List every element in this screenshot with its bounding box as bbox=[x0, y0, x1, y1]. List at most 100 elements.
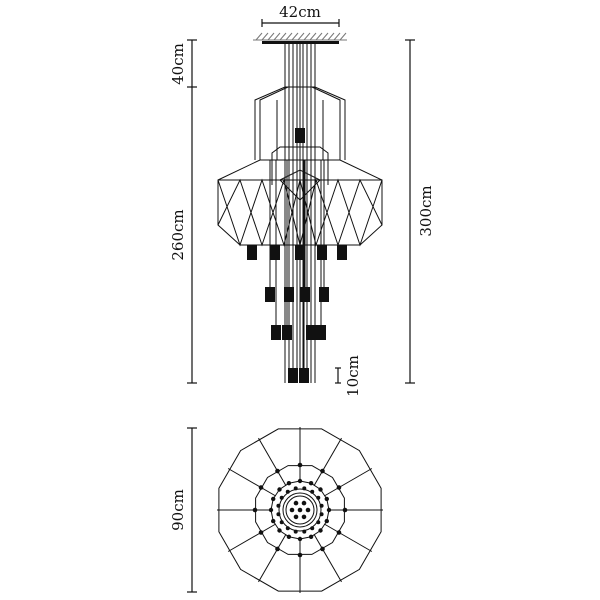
node bbox=[342, 507, 348, 513]
hatch-line bbox=[261, 32, 269, 41]
node bbox=[319, 512, 324, 517]
spoke bbox=[227, 523, 277, 552]
node bbox=[318, 528, 323, 533]
node bbox=[293, 500, 299, 506]
label-top-drop: 40cm bbox=[169, 43, 187, 85]
hatch-line bbox=[339, 32, 347, 41]
node bbox=[279, 520, 284, 525]
node bbox=[305, 507, 311, 513]
node bbox=[271, 496, 276, 502]
node bbox=[316, 520, 321, 525]
node bbox=[293, 529, 298, 534]
node bbox=[308, 534, 314, 539]
pendant-lamp bbox=[295, 245, 305, 260]
hatch-line bbox=[267, 32, 275, 41]
node bbox=[326, 507, 332, 513]
middle-ring bbox=[255, 465, 345, 555]
node bbox=[336, 530, 342, 535]
left-dimension-line bbox=[187, 39, 197, 384]
spoke bbox=[227, 468, 277, 497]
pendant-lights bbox=[247, 128, 347, 383]
spoke bbox=[323, 468, 373, 497]
hatch-line bbox=[255, 32, 263, 41]
spoke bbox=[313, 437, 342, 487]
node bbox=[276, 503, 281, 508]
node bbox=[324, 496, 329, 502]
core-ring bbox=[278, 488, 322, 532]
node bbox=[336, 485, 342, 490]
node bbox=[320, 468, 325, 474]
label-body-height: 260cm bbox=[169, 209, 187, 260]
core-ring bbox=[285, 495, 315, 525]
node bbox=[297, 462, 303, 468]
top-view-nodes bbox=[252, 462, 348, 558]
node bbox=[308, 481, 314, 486]
node bbox=[310, 489, 315, 494]
pendant-lamp bbox=[337, 245, 347, 260]
node bbox=[302, 529, 307, 534]
node bbox=[277, 528, 282, 533]
node bbox=[320, 546, 325, 552]
node bbox=[258, 530, 264, 535]
hatch-line bbox=[321, 32, 329, 41]
label-diameter: 90cm bbox=[169, 489, 187, 531]
node bbox=[293, 514, 299, 520]
pendant-lamp bbox=[288, 368, 298, 383]
pendant-lamp bbox=[317, 245, 327, 260]
hatch-line bbox=[291, 32, 299, 41]
label-pendant-height: 10cm bbox=[344, 355, 362, 397]
pendant-lamp bbox=[247, 245, 257, 260]
pendant-lamp bbox=[271, 325, 281, 340]
node bbox=[297, 552, 303, 558]
width-dimension-line bbox=[261, 19, 340, 27]
node bbox=[286, 534, 292, 539]
hatch-line bbox=[315, 32, 323, 41]
hatch-line bbox=[279, 32, 287, 41]
side-view bbox=[217, 44, 383, 383]
node bbox=[271, 518, 276, 524]
hatch-line bbox=[285, 32, 293, 41]
pendant-lamp bbox=[306, 325, 316, 340]
node bbox=[275, 546, 280, 552]
pendant-dimension-line bbox=[335, 367, 341, 384]
node bbox=[289, 507, 295, 513]
node bbox=[297, 507, 303, 513]
node bbox=[316, 495, 321, 500]
spoke bbox=[313, 533, 342, 583]
node bbox=[301, 500, 307, 506]
spoke bbox=[258, 437, 287, 487]
node bbox=[310, 526, 315, 531]
outer-dodecagon bbox=[218, 428, 382, 592]
pendant-lamp bbox=[299, 368, 309, 383]
node bbox=[286, 481, 292, 486]
upper-cage-edge bbox=[259, 86, 289, 160]
node bbox=[277, 487, 282, 492]
hatch-line bbox=[327, 32, 335, 41]
pendant-lamp bbox=[284, 287, 294, 302]
hatch-line bbox=[303, 32, 311, 41]
node bbox=[293, 486, 298, 491]
pendant-lamp bbox=[319, 287, 329, 302]
core-ring bbox=[282, 492, 318, 528]
hatch-line bbox=[333, 32, 341, 41]
node bbox=[297, 478, 303, 484]
right-dimension-line bbox=[405, 39, 415, 384]
spoke bbox=[323, 523, 373, 552]
node bbox=[302, 486, 307, 491]
pendant-lamp bbox=[316, 325, 326, 340]
pendant-lamp bbox=[270, 245, 280, 260]
pendant-lamp bbox=[295, 128, 305, 143]
node bbox=[276, 512, 281, 517]
upper-cage-edge bbox=[311, 86, 341, 160]
label-total-height: 300cm bbox=[417, 185, 435, 236]
pendant-lamp bbox=[282, 325, 292, 340]
node bbox=[318, 487, 323, 492]
node bbox=[279, 495, 284, 500]
node bbox=[258, 485, 264, 490]
diameter-dimension-line bbox=[187, 427, 197, 593]
upper-cage bbox=[254, 86, 346, 160]
ceiling-hatch bbox=[253, 32, 347, 41]
node bbox=[285, 489, 290, 494]
